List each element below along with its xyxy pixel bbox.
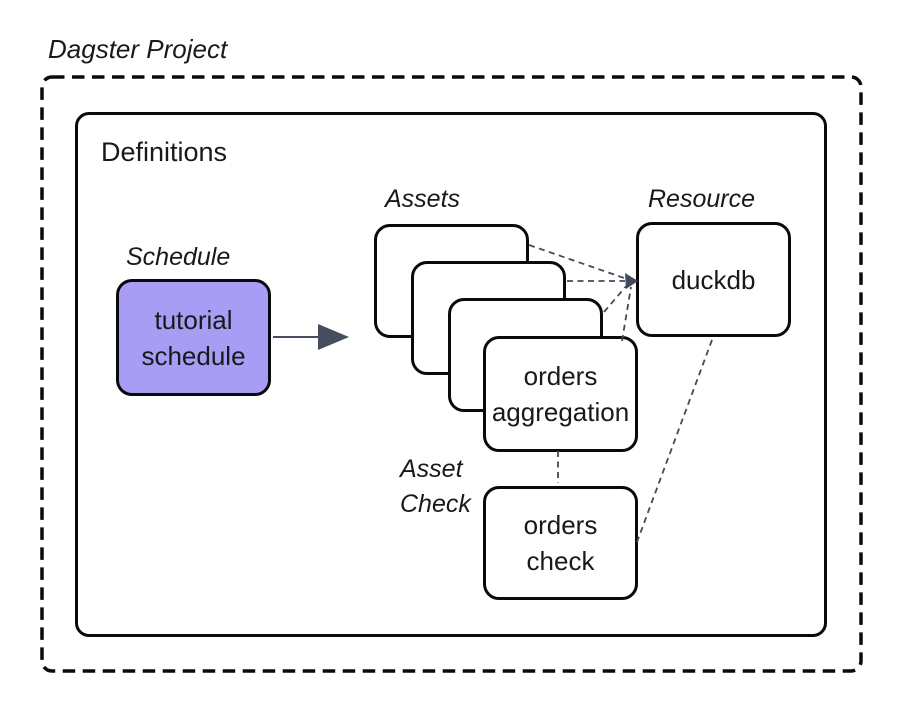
resource-section-label: Resource (648, 185, 755, 213)
schedule-section-label: Schedule (126, 243, 231, 271)
asset-check-node-label: orders check (523, 510, 598, 576)
asset-check-node-orders-check: orders check (483, 486, 638, 600)
resource-node-label: duckdb (671, 264, 756, 295)
asset-check-section-label: Asset Check (400, 455, 471, 518)
resource-node-duckdb: duckdb (636, 222, 791, 337)
definitions-label: Definitions (101, 137, 228, 167)
schedule-node-tutorial-schedule: tutorial schedule (116, 279, 271, 396)
schedule-node-label: tutorial schedule (141, 304, 246, 371)
assets-section-label: Assets (385, 185, 461, 213)
asset-node-orders-aggregation: orders aggregation (483, 336, 638, 452)
asset-node-label: orders aggregation (491, 361, 630, 427)
diagram-title: Dagster Project (48, 34, 228, 64)
